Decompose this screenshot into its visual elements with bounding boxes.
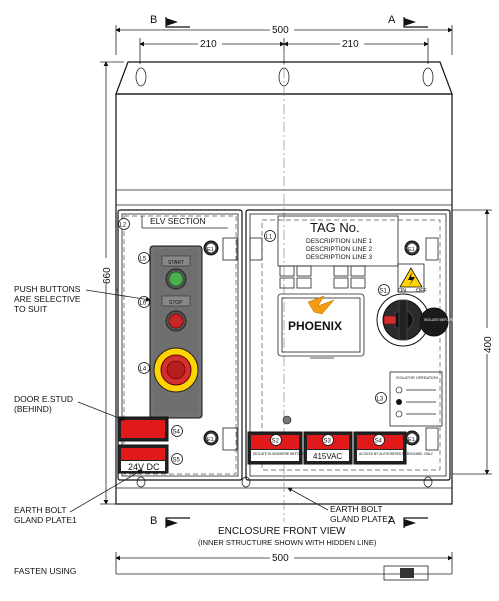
svg-text:S4: S4 — [173, 430, 181, 436]
svg-text:ARE SELECTIVE: ARE SELECTIVE — [14, 294, 81, 304]
svg-text:S3: S3 — [324, 439, 332, 445]
hinge-clips — [279, 265, 366, 289]
callout-fasten: FASTEN USING — [14, 566, 76, 576]
balloon-l1: L1 — [264, 230, 276, 242]
svg-text:TO SUIT: TO SUIT — [14, 304, 47, 314]
svg-text:GLAND PLATE1: GLAND PLATE1 — [14, 515, 77, 525]
balloon-l4: L4 — [138, 362, 150, 374]
brand-name: PHOENIX — [288, 319, 342, 333]
svg-text:START: START — [168, 260, 184, 266]
balloon-s2: S2 — [270, 434, 282, 446]
earth-stud-small — [282, 415, 292, 425]
svg-text:L2: L2 — [120, 223, 127, 229]
svg-text:660: 660 — [102, 267, 113, 284]
svg-text:E1: E1 — [408, 437, 415, 443]
svg-text:A: A — [388, 515, 396, 527]
view-title: ENCLOSURE FRONT VIEW — [218, 526, 346, 537]
svg-text:415VAC: 415VAC — [313, 452, 342, 461]
nameplate-s4: ACCESS BY AUTHORISED PERSONNEL ONLY — [353, 431, 434, 465]
svg-text:DESCRIPTION LINE 3: DESCRIPTION LINE 3 — [306, 254, 372, 261]
balloon-l3: L3 — [375, 392, 387, 404]
svg-text:DESCRIPTION LINE 2: DESCRIPTION LINE 2 — [306, 246, 372, 253]
svg-text:ON: ON — [398, 288, 406, 294]
svg-text:24V DC: 24V DC — [128, 462, 160, 472]
isolator-instructions: ISOLATOR OPERATION — [389, 371, 443, 427]
svg-text:PUSH BUTTONS: PUSH BUTTONS — [14, 284, 81, 294]
svg-text:S2: S2 — [272, 439, 280, 445]
bottom-view-dimension: 500 FASTEN USING — [14, 552, 453, 581]
main-latch-top: E1 — [249, 237, 439, 261]
svg-text:400: 400 — [483, 336, 494, 353]
svg-text:E1: E1 — [207, 247, 214, 253]
start-button[interactable]: START — [161, 255, 191, 290]
svg-text:500: 500 — [272, 553, 289, 564]
brand-plate: PHOENIX — [277, 293, 365, 359]
svg-text:ISOLATOR OPERATION: ISOLATOR OPERATION — [396, 376, 438, 380]
balloon-s1: S1 — [378, 284, 390, 296]
svg-text:OFF: OFF — [416, 288, 428, 294]
callout-earth-bolt-1: EARTH BOLT GLAND PLATE1 — [14, 469, 143, 525]
elv-nameplate-voltage: 24V DC — [117, 444, 169, 474]
svg-text:(BEHIND): (BEHIND) — [14, 404, 52, 414]
svg-text:TAG No.: TAG No. — [310, 220, 360, 235]
balloon-s4-elv: S4 — [171, 425, 183, 437]
elv-latch-bottom: E1 — [203, 427, 238, 451]
svg-text:L4: L4 — [140, 367, 147, 373]
emergency-stop-button[interactable] — [153, 347, 199, 393]
balloon-l5: L5 — [138, 252, 150, 264]
section-marker-a-bottom: A — [388, 515, 428, 528]
main-latch-bottom: E1 — [404, 427, 439, 451]
svg-text:DOOR E.STUD: DOOR E.STUD — [14, 394, 73, 404]
svg-text:EARTH BOLT: EARTH BOLT — [14, 505, 67, 515]
main-door — [245, 209, 451, 481]
callout-earth-bolt-2: EARTH BOLT GLAND PLATE2 — [287, 487, 393, 524]
elv-door — [116, 209, 243, 481]
svg-text:S1: S1 — [380, 289, 388, 295]
nameplate-s2: ISOLATE ELSEWHERE BEFORE OPENING DOOR — [247, 431, 332, 465]
tag-plate: TAG No. DESCRIPTION LINE 1 DESCRIPTION L… — [277, 215, 399, 267]
svg-text:L6: L6 — [140, 301, 147, 307]
elv-section-label: ELV SECTION — [150, 216, 206, 226]
dim-overall-width: 500 — [272, 25, 289, 36]
svg-text:E1: E1 — [408, 247, 415, 253]
svg-text:EARTH BOLT: EARTH BOLT — [330, 504, 383, 514]
enclosure-body — [115, 50, 453, 522]
svg-text:DESCRIPTION LINE 1: DESCRIPTION LINE 1 — [306, 238, 372, 245]
isolator-switch[interactable]: ON OFF ISOLATE BEFORE REMOVING — [376, 288, 474, 347]
svg-text:STOP: STOP — [169, 300, 183, 306]
warning-sign — [397, 263, 425, 293]
phoenix-bird-icon — [307, 295, 335, 315]
svg-text:L1: L1 — [266, 235, 273, 241]
view-subtitle: (INNER STRUCTURE SHOWN WITH HIDDEN LINE) — [198, 538, 377, 547]
section-marker-b-bottom: B — [150, 515, 190, 528]
svg-text:ISOLATE BEFORE REMOVING: ISOLATE BEFORE REMOVING — [424, 318, 474, 322]
callout-door-stud: DOOR E.STUD (BEHIND) — [14, 394, 125, 421]
callout-push-buttons: PUSH BUTTONS ARE SELECTIVE TO SUIT — [14, 284, 151, 314]
elv-latch-top: E1 — [203, 237, 238, 261]
balloon-s3: S3 — [322, 434, 334, 446]
svg-text:S4: S4 — [375, 439, 383, 445]
svg-text:S5: S5 — [173, 458, 181, 464]
balloon-l2: L2 — [118, 218, 130, 230]
section-marker-a-top: A — [388, 14, 428, 28]
section-marker-b-top: B — [150, 14, 190, 28]
svg-text:L5: L5 — [140, 257, 147, 263]
elv-nameplate-top — [117, 416, 169, 442]
svg-text:B: B — [150, 515, 157, 527]
svg-text:B: B — [150, 14, 157, 26]
dim-half-right: 210 — [342, 39, 359, 50]
svg-text:GLAND PLATE2: GLAND PLATE2 — [330, 514, 393, 524]
svg-text:ISOLATE ELSEWHERE BEFORE OPENI: ISOLATE ELSEWHERE BEFORE OPENING DOOR — [253, 452, 332, 456]
svg-text:A: A — [388, 14, 396, 26]
dim-height-right: 400 — [452, 209, 494, 475]
dim-height-total: 660 — [99, 61, 124, 505]
svg-text:E1: E1 — [207, 437, 214, 443]
stop-button[interactable]: STOP — [161, 295, 191, 332]
svg-text:L3: L3 — [377, 397, 384, 403]
svg-text:ACCESS BY AUTHORISED PERSONNEL: ACCESS BY AUTHORISED PERSONNEL ONLY — [359, 452, 434, 456]
dim-half-left: 210 — [200, 39, 217, 50]
balloon-s5: S5 — [171, 453, 183, 465]
balloon-s4: S4 — [373, 434, 385, 446]
